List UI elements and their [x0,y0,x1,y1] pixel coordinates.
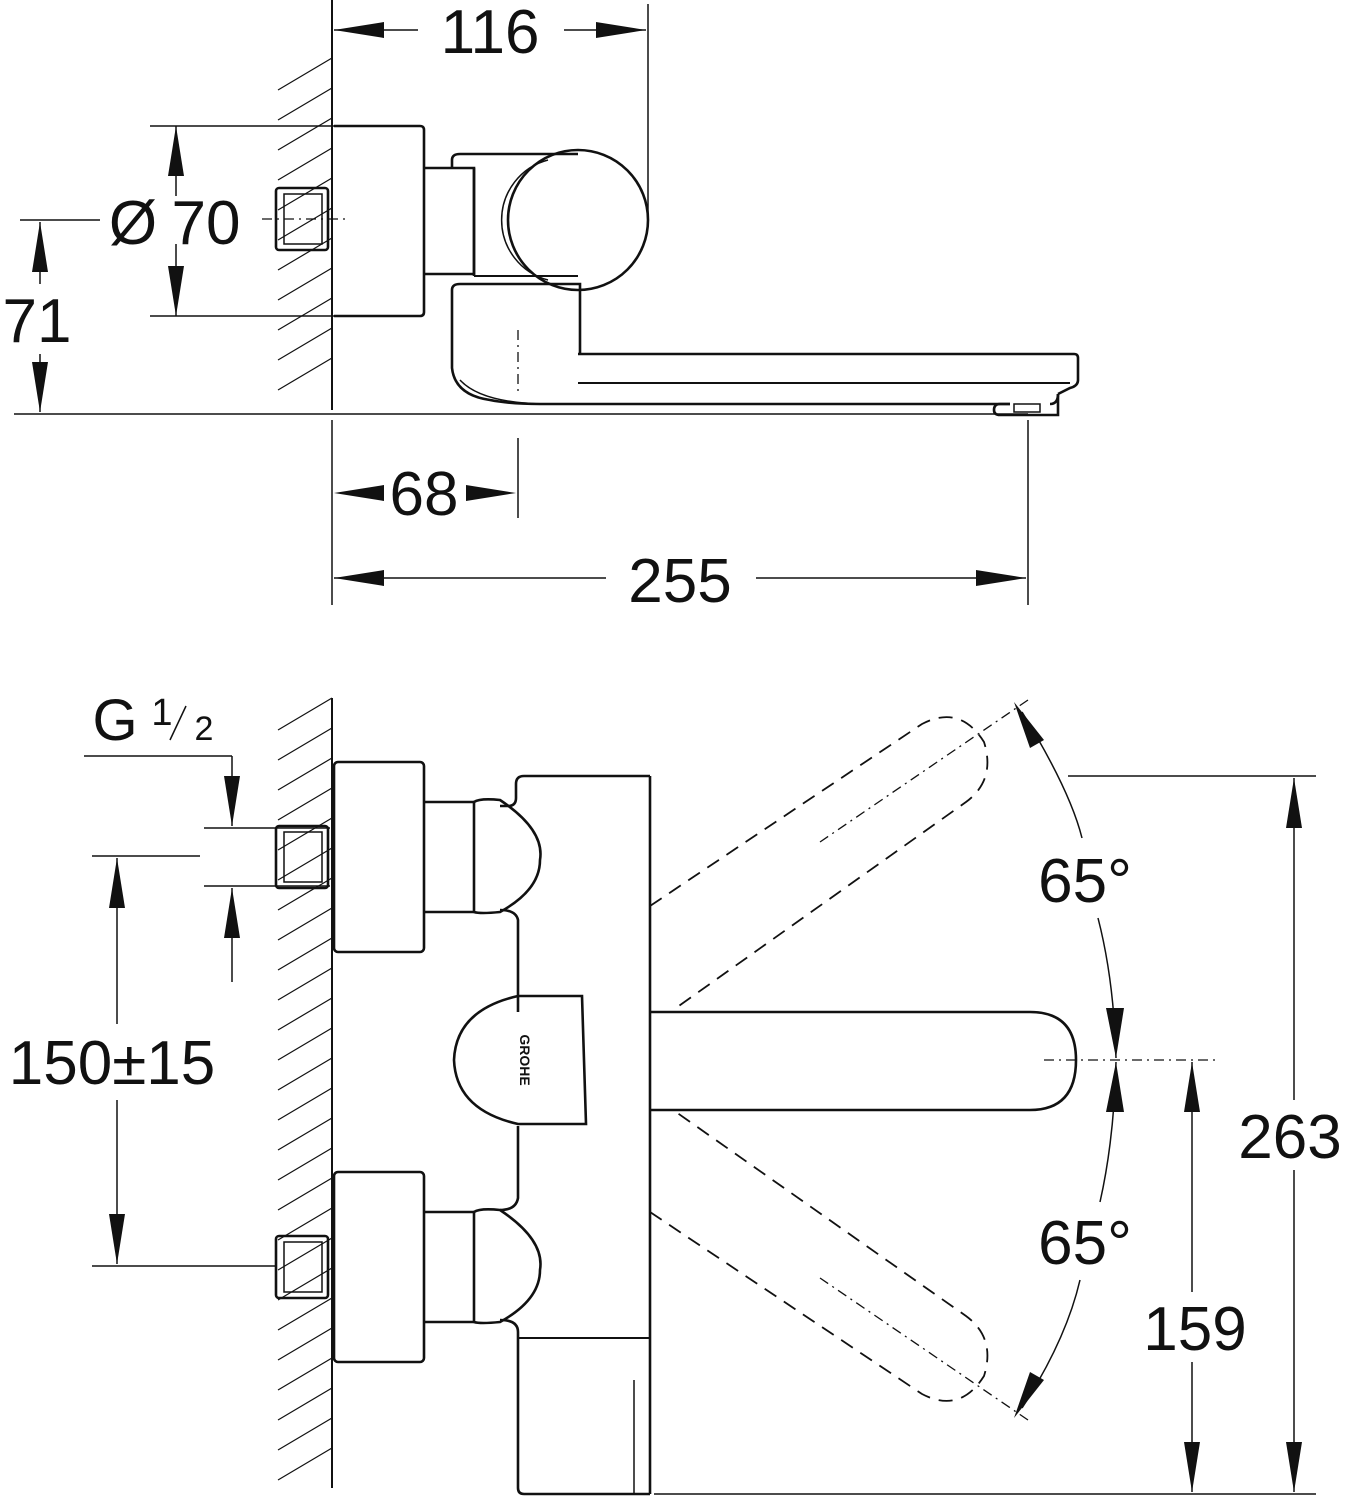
connectors-front [424,798,542,1325]
angle-lower-label: 65° [1038,1209,1132,1278]
thread-numerator: 1 [151,692,172,734]
swivel-positions [649,699,1029,1421]
handle-top [424,148,650,292]
dim-159-label: 159 [1143,1295,1246,1364]
angle-upper-label: 65° [1038,847,1132,916]
dim-71-label: 71 [3,287,72,356]
dim-70-label: 70 [172,189,241,258]
dim-263-label: 263 [1238,1103,1341,1172]
thread-denominator: 2 [195,710,214,748]
inlet-fitting-top [262,186,345,252]
escutcheon-upper [332,760,426,954]
dim-150-label: 150±15 [9,1029,215,1098]
dimension-116: 116 [334,0,646,67]
wall-hatch-top [277,0,333,410]
thread-label: G 1 2 [92,688,240,982]
dimension-159: 159 [1143,1062,1247,1492]
dimension-68: 68 [334,460,516,529]
inlet-fittings-front [274,824,330,1300]
faucet-body-front: GROHE [452,774,652,1496]
diameter-symbol: Ø [109,189,157,258]
wall-hatch-front [277,697,333,1488]
brand-logo: GROHE [517,1034,533,1085]
dimension-diameter-70: Ø 70 [109,126,241,316]
front-view: GROHE 65° 65° [9,688,1342,1496]
angle-arcs: 65° 65° [1014,702,1132,1418]
dimension-263: 263 [1238,778,1342,1492]
spout-front [650,1010,1078,1112]
dim-68-label: 68 [390,460,459,529]
dim-255-label: 255 [628,547,731,616]
dimension-71: 71 [3,222,72,412]
top-view: 116 Ø 70 71 68 [3,0,1080,616]
thread-g: G [92,688,137,753]
dimension-150: 150±15 [9,858,215,1264]
escutcheon-lower [332,1170,426,1364]
escutcheon-top [334,124,426,318]
spout-top [450,282,1080,417]
dimension-255: 255 [334,547,1026,616]
dim-116-label: 116 [441,0,540,67]
